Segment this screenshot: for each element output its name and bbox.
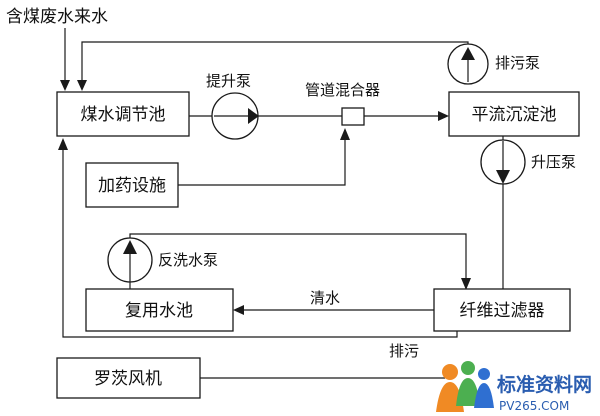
arrowhead [461, 278, 471, 290]
backwash-line-2 [129, 233, 467, 278]
source-label: 含煤废水来水 [6, 7, 108, 27]
arrowhead [438, 111, 449, 121]
backwash-pump-icon [107, 237, 153, 283]
arrowhead [60, 80, 70, 91]
pipe-mixer-label: 管道混合器 [305, 81, 380, 99]
sludge-return-line [81, 41, 469, 80]
reuse-tank-label: 复用水池 [125, 301, 193, 321]
arrowhead [58, 138, 68, 150]
watermark-title: 标准资料网 [497, 373, 592, 396]
sludge-pump-icon [447, 43, 489, 85]
watermark-logo-icon [436, 361, 494, 412]
fiber-filter-box [433, 288, 571, 332]
booster-pump-label: 升压泵 [531, 153, 576, 171]
sedimentation-tank-box [448, 91, 580, 137]
roots-blower-box [56, 357, 201, 399]
regulating-tank-label: 煤水调节池 [81, 105, 166, 125]
lift-pump-icon [211, 92, 259, 140]
dosing-line [178, 140, 346, 186]
backwash-pump-label: 反洗水泵 [158, 251, 218, 269]
watermark-url: PV265.COM [499, 399, 569, 413]
sewage-return-line [62, 150, 458, 338]
sewage-label: 排污 [389, 342, 419, 360]
dosing-box [85, 162, 179, 208]
reuse-tank-box [85, 288, 234, 332]
fiber-filter-label: 纤维过滤器 [460, 301, 545, 321]
arrowhead [77, 80, 87, 91]
clean-water-label: 清水 [310, 289, 340, 307]
booster-pump-icon [480, 139, 526, 185]
pipe-mixer-icon [341, 107, 365, 126]
dosing-label: 加药设施 [98, 176, 166, 196]
regulating-tank-box [56, 91, 190, 137]
roots-blower-label: 罗茨风机 [94, 369, 162, 389]
sludge-pump-label: 排污泵 [495, 54, 540, 72]
watermark: 标准资料网 PV265.COM [436, 361, 592, 413]
lift-pump-label: 提升泵 [206, 72, 251, 90]
arrowhead [233, 305, 244, 315]
arrowhead [340, 128, 350, 140]
sedimentation-tank-label: 平流沉淀池 [472, 105, 557, 125]
